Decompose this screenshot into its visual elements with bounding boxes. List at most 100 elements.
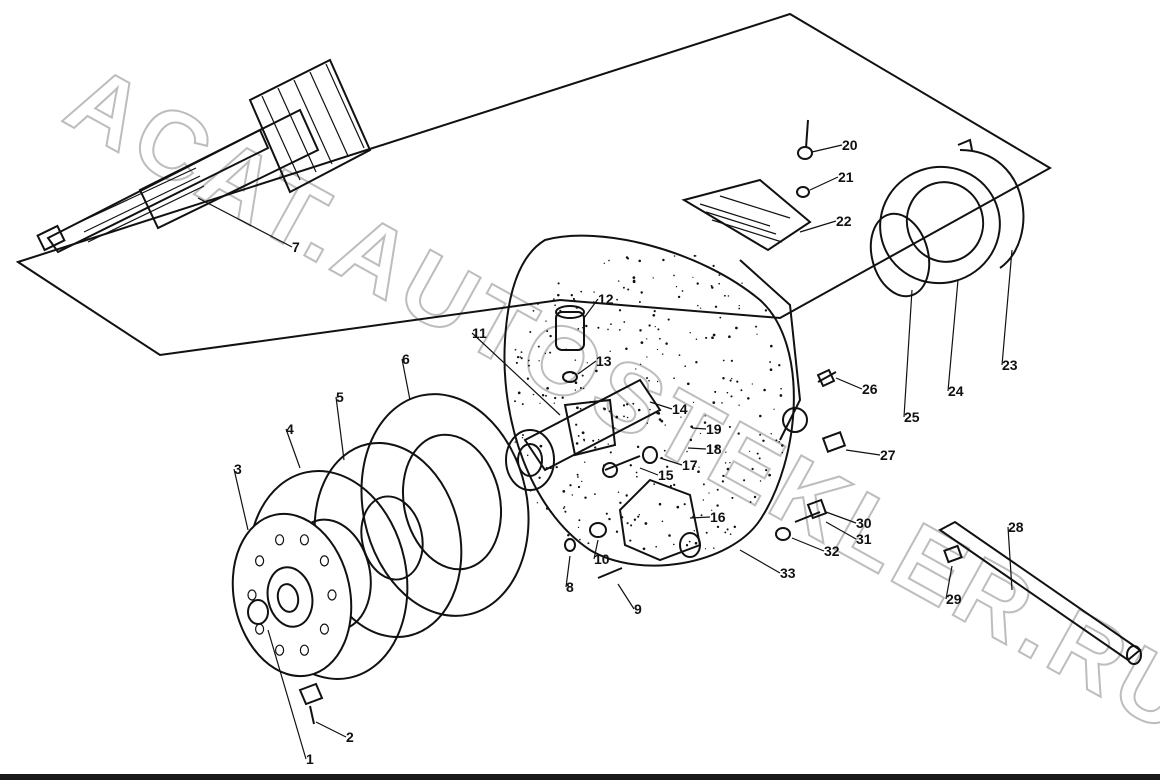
speckle-dot — [756, 452, 759, 455]
speckle-dot — [574, 381, 578, 385]
washer-21 — [796, 186, 810, 198]
bolt-20 — [797, 119, 813, 160]
speckle-dot — [735, 326, 738, 330]
speckle-dot — [702, 483, 705, 486]
leader-line-3 — [233, 468, 249, 531]
input-shaft — [36, 58, 372, 254]
speckle-dot — [617, 491, 620, 493]
speckle-dot — [718, 282, 721, 285]
speckle-dot — [584, 496, 587, 499]
speckle-dot — [661, 520, 664, 523]
speckle-dot — [749, 501, 752, 503]
speckle-dot — [653, 483, 656, 485]
speckle-dot — [770, 432, 772, 435]
speckle-dot — [515, 440, 517, 442]
speckle-dot — [577, 485, 581, 489]
speckle-dot — [580, 290, 583, 293]
speckle-dot — [546, 330, 549, 333]
speckle-dot — [632, 276, 636, 279]
pin-1 — [247, 599, 269, 625]
leader-line-4 — [285, 428, 301, 469]
speckle-dot — [659, 337, 661, 340]
speckle-dot — [527, 359, 530, 362]
speckle-dot — [536, 502, 539, 504]
callout-2: 2 — [346, 729, 354, 745]
speckle-dot — [522, 434, 524, 437]
speckle-dot — [747, 397, 750, 400]
speckle-dot — [685, 544, 689, 547]
leader-lines — [197, 144, 1013, 760]
speckle-dot — [711, 286, 714, 289]
speckle-dot — [608, 259, 610, 262]
speckle-dot — [722, 377, 725, 380]
speckle-dot — [630, 524, 633, 527]
leader-line-31 — [825, 521, 857, 540]
speckle-dot — [715, 446, 718, 449]
leader-line-15 — [639, 467, 659, 476]
callout-7: 7 — [292, 239, 300, 255]
speckle-dot — [778, 441, 780, 443]
speckle-dot — [629, 464, 633, 467]
speckle-dot — [769, 361, 772, 363]
speckle-dot — [722, 359, 725, 362]
speckle-dot — [613, 427, 616, 429]
speckle-dot — [618, 309, 622, 312]
speckle-dot — [689, 438, 693, 442]
speckle-dot — [768, 473, 771, 477]
speckle-dot — [538, 360, 540, 362]
speckle-dot — [724, 462, 727, 464]
speckle-dot — [697, 470, 700, 474]
speckle-dot — [781, 444, 784, 447]
speckle-dot — [629, 539, 632, 542]
speckle-dot — [646, 422, 649, 424]
speckle-dot — [669, 484, 673, 488]
speckle-dot — [683, 503, 686, 506]
callout-4: 4 — [286, 421, 294, 437]
speckle-dot — [730, 395, 733, 398]
fasteners — [564, 368, 963, 579]
bolt-hole — [299, 534, 309, 546]
callout-27: 27 — [880, 447, 896, 463]
speckle-dot — [563, 506, 566, 508]
speckle-dot — [692, 401, 695, 404]
speckle-dot — [642, 547, 646, 551]
callout-21: 21 — [838, 169, 854, 185]
speckle-dot — [639, 363, 642, 365]
speckle-dot — [581, 480, 583, 483]
speckle-dot — [575, 423, 578, 426]
leader-line-28 — [1007, 526, 1013, 591]
speckle-dot — [673, 483, 676, 487]
speckle-dot — [520, 351, 523, 353]
speckle-dot — [756, 333, 758, 335]
speckle-dot — [738, 304, 740, 307]
callout-22: 22 — [836, 213, 852, 229]
speckle-dot — [583, 440, 586, 442]
speckle-dot — [579, 407, 582, 410]
speckle-dot — [729, 379, 732, 382]
speckle-dot — [617, 280, 620, 282]
leader-line-12 — [583, 298, 599, 319]
speckle-dot — [764, 309, 768, 312]
speckle-dot — [672, 543, 675, 546]
callout-24: 24 — [948, 383, 964, 399]
speckle-dot — [537, 345, 540, 348]
speckle-dot — [562, 507, 565, 510]
speckle-dot — [733, 525, 737, 529]
speckle-dot — [582, 387, 585, 390]
speckle-dot — [662, 258, 665, 262]
speckle-dot — [667, 318, 670, 321]
speckle-dot — [711, 336, 714, 340]
bolt-hole — [319, 623, 329, 635]
speckle-dot — [545, 394, 547, 397]
leader-line-18 — [687, 447, 707, 450]
speckle-dot — [581, 431, 585, 435]
speckle-dot — [579, 538, 581, 541]
speckle-dot — [721, 480, 725, 483]
speckle-dot — [583, 438, 585, 441]
oil-cup-12 — [555, 305, 585, 351]
speckle-dot — [743, 479, 746, 482]
speckle-dot — [557, 293, 560, 297]
leader-line-10 — [593, 539, 599, 560]
speckle-dot — [579, 386, 582, 390]
